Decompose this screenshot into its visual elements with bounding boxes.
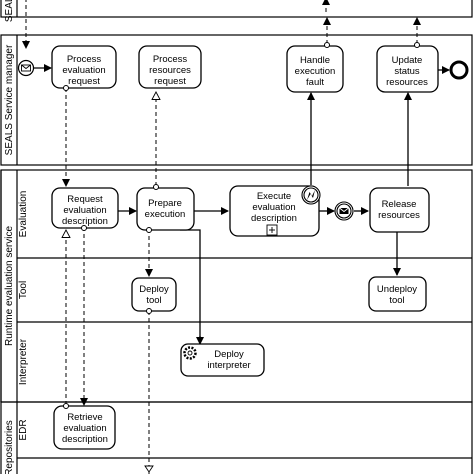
sequence-flows [33, 64, 450, 347]
pool-repositories: Repositories EDR [0, 401, 473, 474]
error-boundary-event [301, 185, 321, 205]
pool-label-service-manager: SEALS Service manager [4, 44, 15, 155]
end-event [449, 60, 469, 80]
message-flows [22, 0, 421, 474]
message-start-event [17, 59, 35, 77]
lane-label-edr: EDR [18, 419, 29, 440]
intermediate-message-event [334, 201, 354, 221]
pool-label-runtime: Runtime evaluation service [4, 226, 15, 346]
plus-square-icon [266, 224, 278, 236]
lane-label-evaluation: Evaluation [18, 191, 29, 238]
pool-seals-top: SEALS [0, 0, 473, 22]
pool-service-manager: SEALS Service manager [0, 34, 473, 166]
lane-label-tool: Tool [18, 281, 29, 299]
gear-icon [183, 346, 197, 360]
lightning-icon [307, 190, 315, 200]
pool-label-repositories: Repositories [4, 420, 15, 474]
lane-label-interpreter: Interpreter [18, 338, 29, 385]
envelope-icon [21, 64, 31, 72]
envelope-icon [339, 207, 349, 214]
pool-label-seals: SEALS [4, 0, 15, 22]
